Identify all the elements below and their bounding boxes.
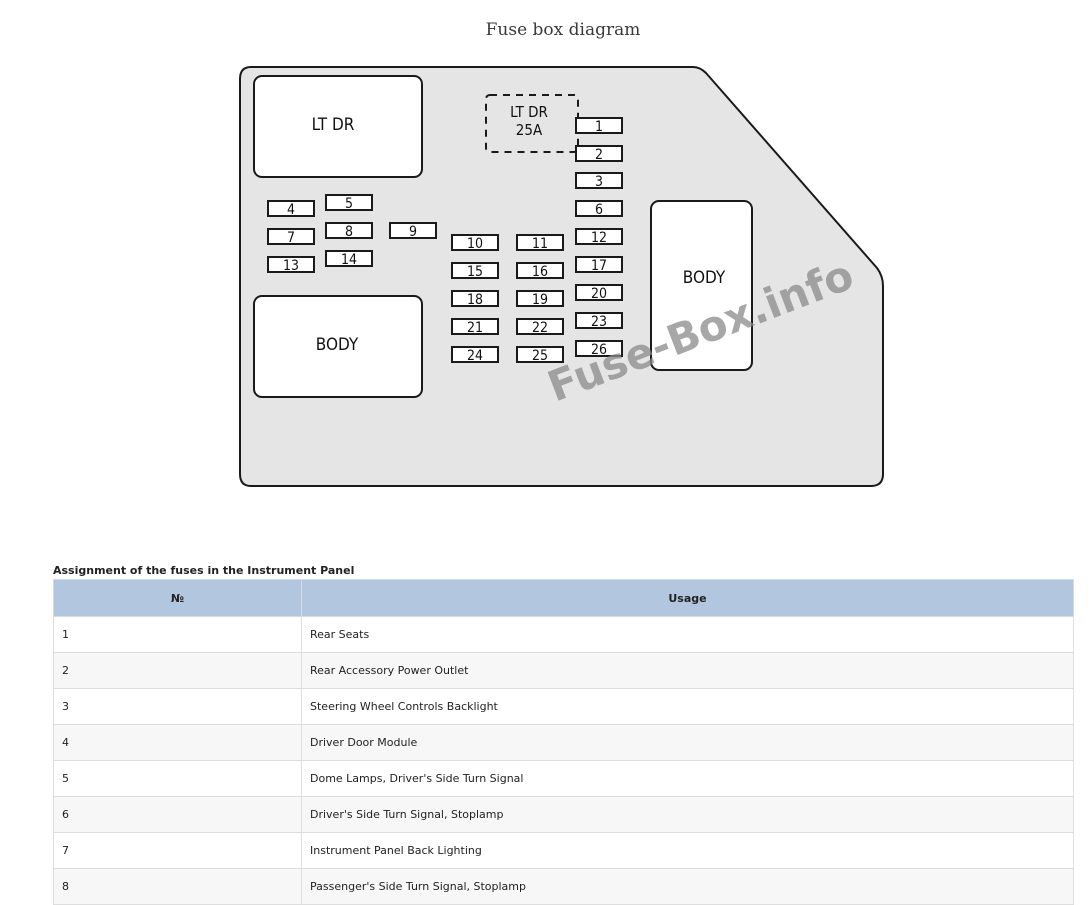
cell-number: 2 <box>53 652 302 689</box>
fuse-box-diagram: LT DR BODY BODY LT DR 25A 1 2 3 4 5 6 7 … <box>239 66 884 487</box>
cell-number: 6 <box>53 796 302 833</box>
large-box-body-right: BODY <box>650 200 753 371</box>
large-box-label: BODY <box>683 268 726 288</box>
fuse-label: 1 <box>595 119 603 135</box>
fuse-label: 15 <box>467 264 483 280</box>
fuse-label: 11 <box>532 236 548 252</box>
cell-usage: Dome Lamps, Driver's Side Turn Signal <box>301 760 1074 797</box>
fuse-label: 22 <box>532 320 548 336</box>
fuse-label: 13 <box>283 258 299 274</box>
fuse-label: 21 <box>467 320 483 336</box>
cell-usage: Steering Wheel Controls Backlight <box>301 688 1074 725</box>
fuse-17: 17 <box>575 256 623 274</box>
fuse-18: 18 <box>451 290 499 308</box>
fuse-19: 19 <box>516 290 564 308</box>
fuse-label: 7 <box>287 230 295 246</box>
page-title: Fuse box diagram <box>485 20 641 40</box>
cell-number: 4 <box>53 724 302 761</box>
table-caption: Assignment of the fuses in the Instrumen… <box>53 564 355 577</box>
fuse-14: 14 <box>325 250 373 268</box>
dashed-fuse-label-top: LT DR <box>510 103 548 121</box>
fuse-9: 9 <box>389 222 437 240</box>
fuse-1: 1 <box>575 117 623 135</box>
fuse-label: 25 <box>532 348 548 364</box>
cell-number: 8 <box>53 868 302 905</box>
fuse-24: 24 <box>451 346 499 364</box>
fuse-label: 26 <box>591 342 607 358</box>
fuse-label: 12 <box>591 230 607 246</box>
fuse-8: 8 <box>325 222 373 240</box>
fuse-label: 16 <box>532 264 548 280</box>
cell-usage: Rear Seats <box>301 616 1074 653</box>
fuse-12: 12 <box>575 228 623 246</box>
fuse-label: 3 <box>595 174 603 190</box>
fuse-4: 4 <box>267 200 315 218</box>
fuse-23: 23 <box>575 312 623 330</box>
fuse-label: 8 <box>345 224 353 240</box>
cell-usage: Driver's Side Turn Signal, Stoplamp <box>301 796 1074 833</box>
large-box-label: LT DR <box>312 115 355 135</box>
cell-number: 3 <box>53 688 302 725</box>
fuse-7: 7 <box>267 228 315 246</box>
fuse-label: 24 <box>467 348 483 364</box>
fuse-label: 5 <box>345 196 353 212</box>
fuse-label: 19 <box>532 292 548 308</box>
fuse-label: 2 <box>595 147 603 163</box>
large-box-label: BODY <box>316 335 359 355</box>
cell-usage: Instrument Panel Back Lighting <box>301 832 1074 869</box>
fuse-20: 20 <box>575 284 623 302</box>
fuse-15: 15 <box>451 262 499 280</box>
cell-number: 7 <box>53 832 302 869</box>
fuse-label: 4 <box>287 202 295 218</box>
fuse-label: 20 <box>591 286 607 302</box>
column-header-usage: Usage <box>301 579 1074 617</box>
table-header-row: № Usage <box>53 579 1074 617</box>
large-box-body-left: BODY <box>253 295 423 398</box>
fuse-slots: 1 2 3 4 5 6 7 8 9 10 11 12 13 14 15 16 1… <box>267 117 623 364</box>
fuse-3: 3 <box>575 172 623 190</box>
column-header-number: № <box>53 579 302 617</box>
dashed-fuse-lt-dr-25a: LT DR 25A <box>485 94 579 153</box>
fuse-13: 13 <box>267 256 315 274</box>
fuse-2: 2 <box>575 145 623 163</box>
cell-number: 5 <box>53 760 302 797</box>
cell-usage: Rear Accessory Power Outlet <box>301 652 1074 689</box>
fuse-label: 14 <box>341 252 357 268</box>
fuse-6: 6 <box>575 200 623 218</box>
cell-usage: Driver Door Module <box>301 724 1074 761</box>
fuse-label: 9 <box>409 224 417 240</box>
large-box-lt-dr: LT DR <box>253 75 423 178</box>
fuse-label: 17 <box>591 258 607 274</box>
fuse-5: 5 <box>325 194 373 212</box>
fuse-label: 18 <box>467 292 483 308</box>
fuse-26: 26 <box>575 340 623 358</box>
fuse-21: 21 <box>451 318 499 336</box>
fuse-22: 22 <box>516 318 564 336</box>
fuse-label: 23 <box>591 314 607 330</box>
fuse-16: 16 <box>516 262 564 280</box>
cell-usage: Passenger's Side Turn Signal, Stoplamp <box>301 868 1074 905</box>
fuse-10: 10 <box>451 234 499 252</box>
fuse-25: 25 <box>516 346 564 364</box>
cell-number: 1 <box>53 616 302 653</box>
fuse-label: 10 <box>467 236 483 252</box>
dashed-fuse-label-bottom: 25A <box>516 121 543 139</box>
fuse-label: 6 <box>595 202 603 218</box>
fuse-11: 11 <box>516 234 564 252</box>
